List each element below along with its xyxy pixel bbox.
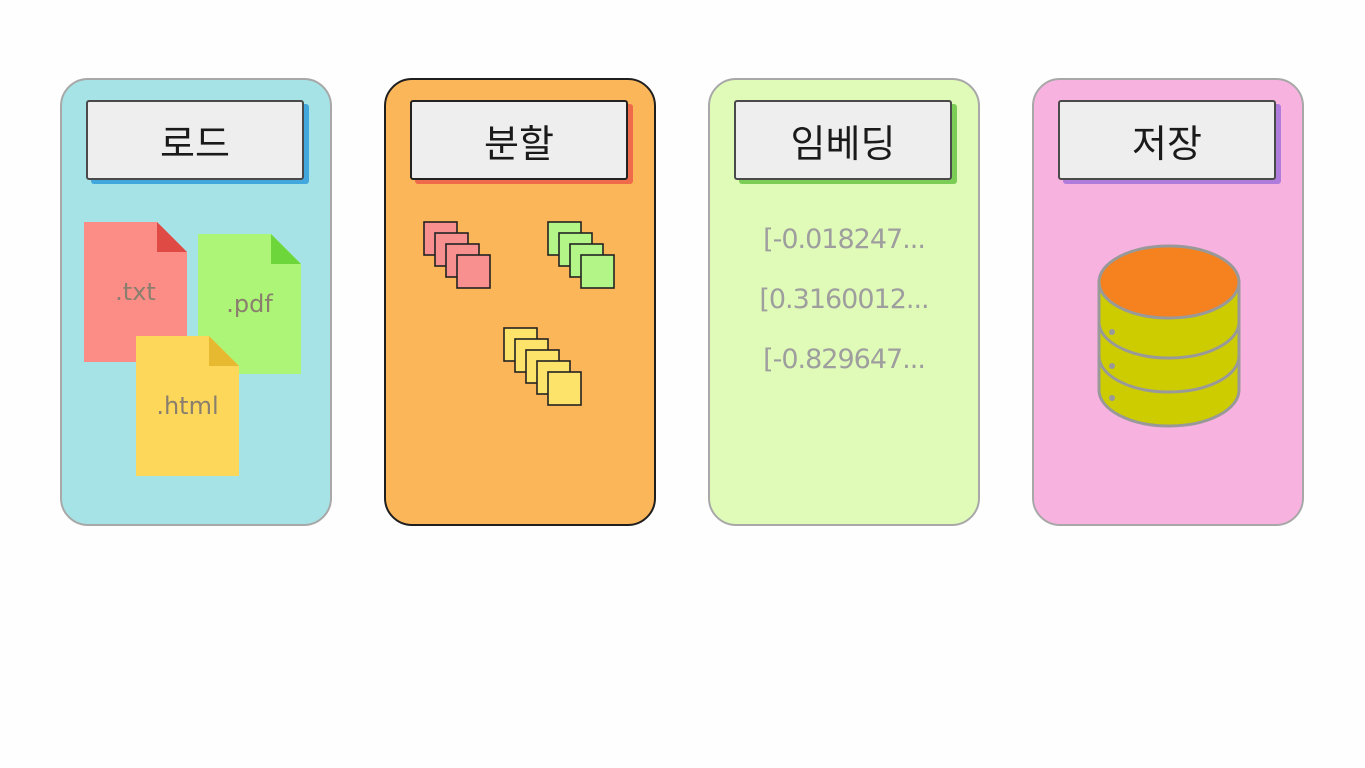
file-ext-label: .pdf	[226, 290, 273, 318]
database-icon	[1097, 244, 1241, 428]
stage-title-split: 분할	[410, 100, 628, 180]
embedding-vector-1: [-0.018247...	[763, 224, 926, 255]
stage-title-load: 로드	[86, 100, 304, 180]
file-ext-label: .html	[156, 392, 219, 420]
stage-card-store: 저장	[1032, 78, 1304, 526]
chunk-stack-green	[547, 221, 615, 289]
file-ext-label: .txt	[115, 278, 156, 306]
stage-title-embed: 임베딩	[734, 100, 952, 180]
file-icon-txt: .txt	[84, 222, 187, 362]
chunk-stack-red	[423, 221, 491, 289]
chunk-stack-yellow	[503, 327, 582, 406]
file-icon-pdf: .pdf	[198, 234, 301, 374]
embedding-vector-3: [-0.829647...	[763, 344, 926, 375]
stage-title-store: 저장	[1058, 100, 1276, 180]
file-icon-html: .html	[136, 336, 239, 476]
stage-card-split: 분할	[384, 78, 656, 526]
stage-card-embed: 임베딩 [-0.018247... [0.3160012... [-0.8296…	[708, 78, 980, 526]
stage-card-load: 로드 .txt .pdf .html	[60, 78, 332, 526]
embedding-vector-2: [0.3160012...	[759, 284, 929, 315]
